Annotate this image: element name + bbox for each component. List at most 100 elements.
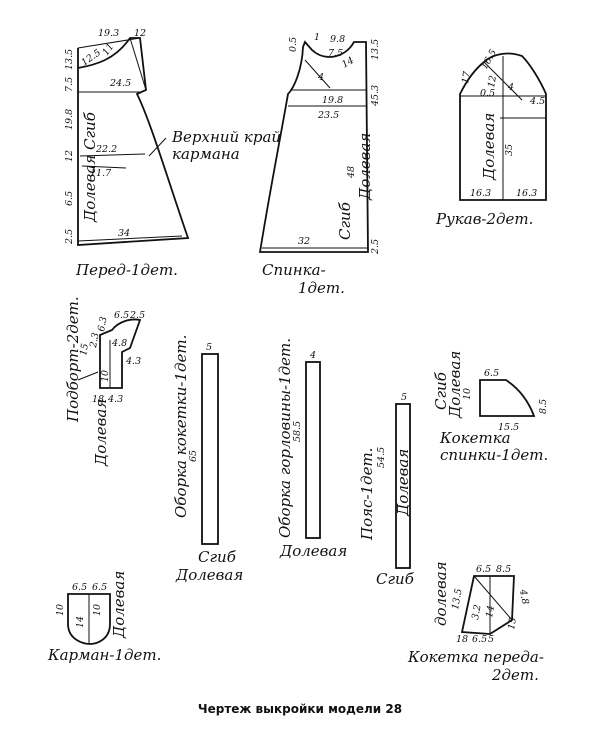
back-n4: 7.5 [328, 48, 343, 59]
sleeve-n1: 17 [460, 70, 473, 85]
back-hem-value: 32 [298, 236, 310, 247]
front-shoulder-line [129, 37, 147, 91]
belt-fold-label: Сгиб [376, 570, 415, 588]
front-chest-value: 24.5 [109, 78, 131, 89]
facing-n9: 18 [92, 394, 104, 405]
neck-ruffle-piece: 4 58.5 Оборка горловины-1дет. Долевая [276, 338, 347, 560]
facing-n10: 4.3 [107, 394, 123, 405]
facing-n7: 4.3 [125, 356, 141, 367]
front-yoke-inner-1 [473, 575, 513, 621]
back-side-1: 13.5 [370, 39, 381, 60]
front-callout-arrow [148, 137, 167, 157]
front-title: Перед-1дет. [75, 261, 178, 279]
front-pocket-edge [79, 153, 146, 157]
front-fold-label: Сгиб [81, 111, 99, 150]
front-yoke-n9: 6.5 [472, 634, 487, 645]
front-side-4: 12 [64, 150, 75, 162]
back-yoke-diagonal [304, 59, 331, 89]
front-yoke-title-2: 2дет. [491, 666, 539, 684]
front-yoke-outline [460, 575, 515, 635]
front-pocket-width: 22.2 [95, 144, 117, 155]
front-yoke-n10: 5 [488, 634, 494, 645]
facing-n4: 4.8 [111, 338, 127, 349]
page-caption: Чертеж выкройки модели 28 [198, 702, 402, 716]
facing-n8: 10 [100, 370, 111, 382]
sleeve-n5: 4 [507, 82, 514, 93]
neck-ruffle-title: Оборка горловины-1дет. [276, 338, 294, 538]
front-side-5: 6.5 [64, 191, 75, 206]
sleeve-outline [459, 52, 547, 201]
sleeve-n2: 16.5 [479, 48, 499, 72]
pocket-n3: 10 [55, 604, 66, 616]
back-side-2: 45.3 [370, 85, 381, 107]
facing-callout [77, 371, 99, 381]
neck-ruffle-length: 58.5 [292, 421, 303, 442]
front-piece: 19.3 12 12.5 11 24.5 22.2 11.7 34 13.5 7… [64, 28, 281, 279]
back-outline [258, 40, 369, 253]
back-side-3: 48 [346, 166, 357, 179]
back-yoke-n3: 15.5 [498, 422, 519, 433]
belt-piece: 5 54.5 Пояс-1дет. Долевая Сгиб [358, 392, 415, 588]
front-pocket-offset: 11.7 [90, 168, 112, 179]
back-n7: 19.8 [322, 95, 343, 106]
pocket-outline [67, 593, 111, 645]
front-yoke-n5: 3.2 [470, 604, 483, 621]
facing-n6: 2.3 [88, 332, 102, 350]
front-yoke-n3: 4.8 [517, 588, 531, 606]
front-hem-line [77, 235, 183, 242]
belt-length: 54.5 [376, 447, 387, 468]
back-n3: 0.5 [288, 37, 299, 52]
facing-n5: 15 [78, 343, 91, 357]
sleeve-piece: 17 16.5 0.5 12 4 4.5 35 16.3 16.3 Долева… [435, 48, 547, 228]
back-piece: 1 9.8 0.5 7.5 14 4 19.8 23.5 32 13.5 45.… [258, 32, 381, 297]
back-title-1: Спинка- [262, 261, 326, 279]
front-side-3: 19.8 [64, 109, 75, 130]
sleeve-title: Рукав-2дет. [435, 210, 533, 228]
sleeve-cap-diagonal [483, 61, 523, 101]
front-outline [77, 37, 190, 246]
facing-outline [99, 318, 142, 389]
neck-ruffle-width: 4 [309, 350, 316, 361]
back-yoke-fold: Сгиб [432, 371, 450, 410]
pocket-piece: 6.5 6.5 10 14 10 Долевая Карман-1дет. [47, 571, 161, 664]
front-top-width: 19.3 [98, 28, 119, 39]
back-grain-label: Долевая [356, 133, 374, 201]
sleeve-n9: 16.3 [516, 188, 537, 199]
belt-width: 5 [401, 392, 407, 403]
back-n5: 14 [340, 55, 356, 71]
front-hem-value: 34 [118, 228, 130, 239]
back-n6: 4 [317, 72, 324, 83]
sleeve-n8: 16.3 [470, 188, 491, 199]
front-yoke-n8: 18 [456, 634, 468, 645]
back-side-4: 2.5 [370, 239, 381, 255]
front-pocket-callout-2: кармана [172, 145, 240, 163]
front-yoke-n7: 15 [506, 617, 519, 631]
pocket-title: Карман-1дет. [47, 646, 161, 664]
front-yoke-grain: долевая [432, 561, 450, 626]
front-side-6: 2.5 [64, 229, 75, 245]
pocket-n2: 6.5 [92, 582, 107, 593]
back-n1: 1 [314, 32, 320, 43]
back-yoke-outline [479, 379, 536, 417]
sleeve-n3: 0.5 [480, 88, 495, 99]
pocket-n5: 10 [92, 604, 103, 616]
front-yoke-n2: 8.5 [496, 564, 511, 575]
belt-grain-label: Долевая [394, 449, 412, 517]
front-pocket-callout-1: Верхний край [171, 128, 281, 146]
pocket-grain-label: Долевая [110, 571, 128, 639]
front-yoke-title-1: Кокетка переда- [407, 648, 544, 666]
yoke-ruffle-fold: Сгиб [198, 548, 237, 566]
sleeve-n7: 35 [504, 144, 515, 156]
pocket-n4: 14 [75, 616, 86, 628]
front-grain-label: Долевая [81, 155, 99, 223]
front-side-2: 7.5 [64, 77, 75, 92]
front-pocket-guide [81, 165, 127, 169]
back-yoke-title-2: спинки-1дет. [440, 446, 548, 464]
belt-outline [395, 403, 411, 569]
sleeve-grain-label: Долевая [480, 113, 498, 181]
facing-n1: 6.5 [114, 310, 129, 321]
back-yoke-title-1: Кокетка [439, 429, 511, 447]
facing-n2: 2.5 [129, 310, 145, 321]
belt-title: Пояс-1дет. [358, 448, 376, 541]
back-yoke-n4: 8.5 [538, 399, 549, 414]
